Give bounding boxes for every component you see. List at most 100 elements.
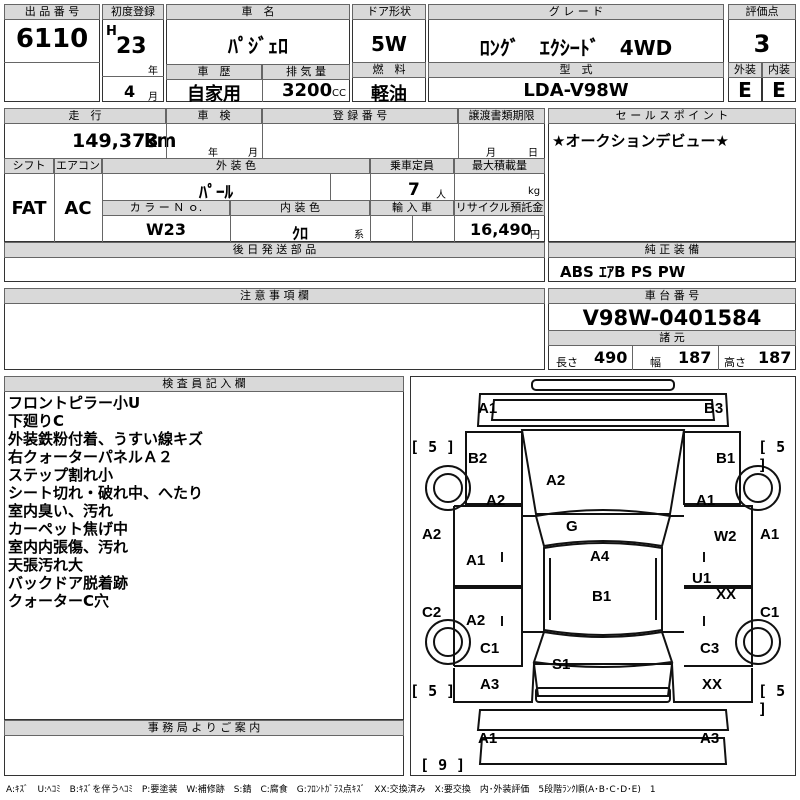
interior-color-unit: 系 [354, 230, 364, 241]
chassis-number: V98W-0401584 [582, 306, 762, 330]
office-label: 事 務 局 よ り ご 案 内 [4, 720, 404, 736]
mileage-label: 走 行 [4, 108, 166, 124]
mark-front-bumper-right: B3 [704, 400, 724, 417]
recycle-unit: 円 [530, 230, 540, 241]
exterior-color-label: 外 装 色 [102, 158, 370, 174]
month-unit: 月 [148, 92, 158, 103]
later-parts-label: 後 日 発 送 部 品 [4, 242, 545, 258]
equipment: ABS ｴｱB PS PW [560, 263, 686, 281]
displacement: 3200 [282, 80, 333, 101]
mark-rear-left: A3 [480, 676, 500, 693]
inspector-note: カーペット焦げ中 [8, 520, 129, 538]
color-number-label: カ ラ ー Ｎ ｏ. [102, 200, 230, 216]
color-number: W23 [146, 220, 186, 239]
score-label: 評価点 [728, 4, 796, 20]
mark-rocker-left: C2 [422, 604, 442, 621]
width-label: 幅 [650, 356, 661, 369]
max-load-label: 最大積載量 [454, 158, 545, 174]
history-label: 車 歴 [166, 64, 262, 80]
mark-back-door: S1 [552, 656, 571, 673]
interior-color: ｸﾛ [291, 224, 308, 243]
inspector-label: 検 査 員 記 入 欄 [4, 376, 404, 392]
interior-grade: E [772, 78, 786, 102]
width: 187 [678, 348, 712, 367]
transfer-deadline-label: 譲渡書類期限 [458, 108, 545, 124]
mark-step-right: U1 [692, 570, 712, 587]
max-load-unit: kg [528, 186, 541, 197]
door-type-label: ドア形状 [352, 4, 426, 20]
capacity-unit: 人 [436, 190, 446, 201]
exterior-grade: E [738, 78, 752, 102]
exterior-color: ﾊﾟｰﾙ [199, 183, 233, 203]
mark-side-right: A1 [760, 526, 780, 543]
door-type: 5W [371, 32, 407, 56]
inspector-note: フロントピラー小U [8, 394, 141, 412]
inspector-note: 右クォーターパネルＡ２ [8, 448, 173, 466]
mileage-unit: km [144, 130, 177, 152]
mark-rear-right: XX [702, 676, 723, 693]
mark-door-fl: A1 [466, 552, 486, 569]
history: 自家用 [187, 84, 241, 105]
grade: ﾛﾝｸﾞ ｴｸｼｰﾄﾞ 4WD [479, 36, 673, 60]
inspector-note: クォーターC穴 [8, 592, 110, 610]
transfer-day-unit: 日 [528, 148, 538, 159]
tire-rear-left: [ 5 ] [410, 682, 456, 700]
aircon: AC [64, 198, 92, 219]
model: LDA-V98W [523, 80, 629, 101]
tire-rear-right: [ 5 ] [758, 682, 786, 718]
equipment-label: 純 正 装 備 [548, 242, 796, 258]
car-name: ﾊﾟｼﾞｪﾛ [228, 34, 288, 58]
inspector-note: 外装鉄粉付着、うすい線キズ [8, 430, 204, 448]
mark-side-left: A2 [422, 526, 442, 543]
grade-label: グ レ ー ド [428, 4, 724, 20]
capacity-label: 乗車定員 [370, 158, 454, 174]
mark-hood: A2 [546, 472, 566, 489]
tire-front-right: [ 5 ] [758, 438, 786, 474]
inspection-month-unit: 月 [248, 148, 258, 159]
damage-legend: A:ｷｽﾞ U:ﾍｺﾐ B:ｷｽﾞを伴うﾍｺﾐ P:要塗装 W:補修跡 S:錆 … [6, 785, 656, 795]
length-label: 長さ [556, 356, 578, 369]
car-outline [425, 379, 781, 765]
inspector-note: 室内内張傷、汚れ [8, 538, 129, 556]
inspection-label: 車 検 [166, 108, 262, 124]
era: H [106, 24, 117, 39]
inspector-note: 下廻りC [8, 412, 65, 430]
registration-year: 23 [116, 34, 147, 59]
inspection-year-unit: 年 [208, 148, 218, 159]
transfer-month-unit: 月 [486, 148, 496, 159]
sales-point: ★オークションデビュー★ [552, 132, 729, 150]
length: 490 [594, 348, 628, 367]
caution-label: 注 意 事 項 欄 [4, 288, 545, 304]
mark-quarter-right: C3 [700, 640, 720, 657]
aircon-label: エアコン [54, 158, 102, 174]
height-label: 高さ [724, 356, 746, 369]
recycle-deposit-label: リサイクル預託金 [454, 200, 545, 216]
inspector-note: シート切れ・破れ中、へたり [8, 484, 204, 502]
inspector-note: バックドア脱着跡 [8, 574, 129, 592]
import-label: 輸 入 車 [370, 200, 454, 216]
mark-rear-bumper-left: A1 [478, 730, 498, 747]
mark-fender-fr: B1 [716, 450, 736, 467]
inspector-note: 天張汚れ大 [8, 556, 84, 574]
lot-number-label: 出 品 番 号 [4, 4, 100, 20]
mark-roof-front: G [566, 518, 578, 535]
displacement-label: 排 気 量 [262, 64, 350, 80]
spare-tire: [ 9 ] [420, 756, 466, 774]
inspector-note: ステップ割れ小 [8, 466, 114, 484]
car-name-label: 車 名 [166, 4, 350, 20]
height: 187 [758, 348, 792, 367]
recycle-deposit: 16,490 [470, 220, 532, 239]
model-label: 型 式 [428, 62, 724, 78]
fuel: 軽油 [371, 84, 407, 105]
interior-color-label: 内 装 色 [230, 200, 370, 216]
chassis-number-label: 車 台 番 号 [548, 288, 796, 304]
first-registration-label: 初度登録 [102, 4, 164, 20]
mark-front-bumper-left: A1 [478, 400, 498, 417]
mark-door-rl: A2 [466, 612, 486, 629]
sales-point-label: セ ー ル ス ポ イ ン ト [548, 108, 796, 124]
mark-rear-bumper-right: A3 [700, 730, 720, 747]
exterior-label: 外装 [728, 62, 762, 78]
mark-fender-fl: B2 [468, 450, 488, 467]
inspector-note: 室内臭い、汚れ [8, 502, 114, 520]
